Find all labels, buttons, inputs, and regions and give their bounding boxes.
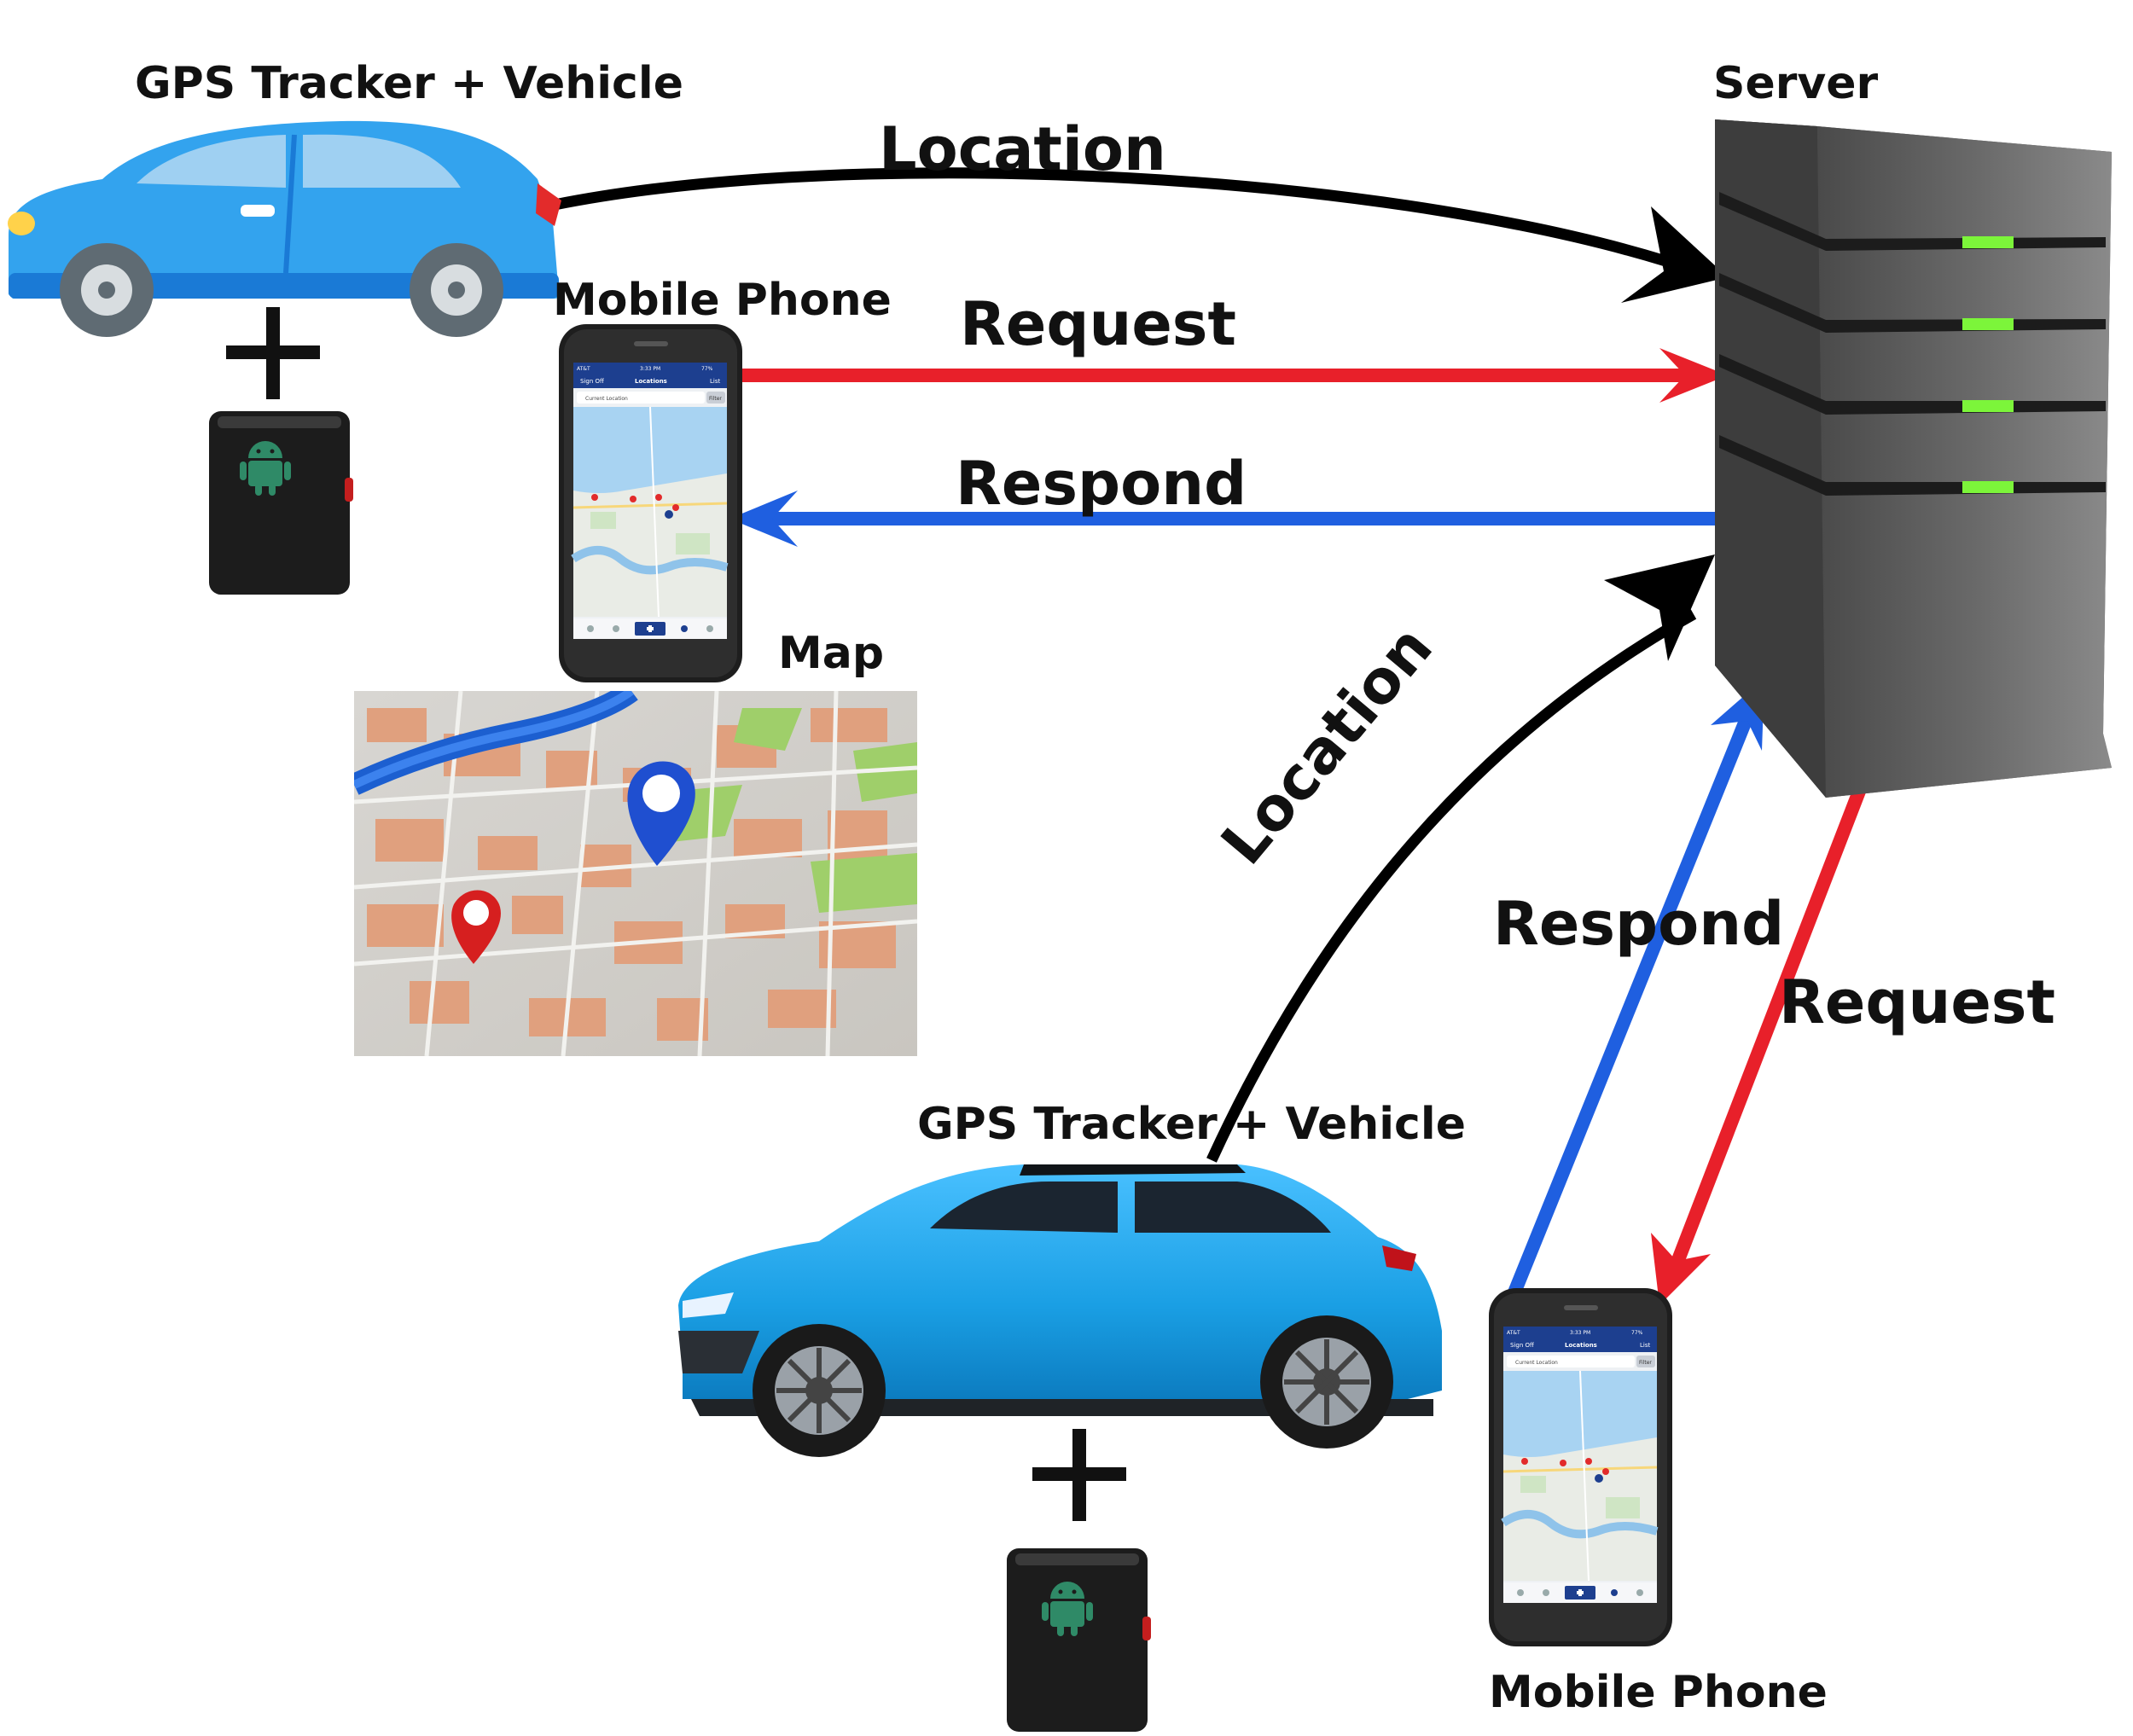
vehicle-bottom-label: GPS Tracker + Vehicle — [917, 1099, 1466, 1150]
status-carrier: AT&T — [1507, 1330, 1520, 1336]
top-location-arrow — [553, 167, 1728, 303]
server-led — [1962, 318, 2014, 330]
server-led — [1962, 236, 2014, 248]
phone-screen: AT&T 3:33 PM 77% Sign Off Locations List… — [571, 363, 729, 639]
map-pin-icon — [451, 890, 501, 964]
filter-label: Filter — [709, 396, 722, 402]
phone-top-label: Mobile Phone — [553, 275, 892, 326]
server-bay-4 — [1719, 435, 2106, 496]
phone-bottom-label: Mobile Phone — [1489, 1667, 1828, 1718]
top-request-arrow — [742, 348, 1728, 403]
list-button[interactable]: List — [710, 378, 720, 385]
server-bay-1 — [1719, 192, 2106, 251]
search-placeholder: Current Location — [1515, 1360, 1558, 1366]
status-time: 3:33 PM — [1570, 1330, 1590, 1336]
top-location-label: Location — [879, 114, 1166, 184]
top-respond-label: Respond — [956, 449, 1247, 519]
list-button[interactable]: List — [1640, 1342, 1650, 1349]
map-pin-icon — [627, 761, 695, 866]
server-bay-2 — [1719, 273, 2106, 333]
bottom-respond-arrow — [1508, 678, 1764, 1295]
server — [1715, 119, 2112, 798]
bottom-mobile-phone: AT&T 3:33 PM 77% Sign Off Locations List… — [1489, 1288, 1672, 1646]
map-label: Map — [778, 628, 885, 679]
bottom-respond-label: Respond — [1493, 889, 1785, 959]
status-battery: 77% — [1631, 1330, 1643, 1336]
android-icon — [240, 441, 291, 496]
bottom-request-label: Request — [1779, 967, 2055, 1037]
status-time: 3:33 PM — [640, 366, 660, 372]
search-input[interactable] — [1507, 1356, 1635, 1367]
top-gps-tracker — [209, 411, 353, 595]
rear-wheel — [1260, 1315, 1393, 1449]
top-mobile-phone: AT&T 3:33 PM 77% Sign Off Locations List… — [559, 324, 742, 682]
android-icon — [1042, 1582, 1093, 1636]
bottom-plus-icon — [1032, 1429, 1126, 1521]
bottom-request-arrow — [1651, 787, 1867, 1305]
server-led — [1962, 400, 2014, 412]
bottom-vehicle — [678, 1164, 1442, 1457]
search-input[interactable] — [577, 392, 705, 404]
filter-button[interactable] — [1636, 1356, 1655, 1367]
screen-title: Locations — [1565, 1342, 1597, 1349]
server-bay-3 — [1719, 354, 2106, 415]
server-led — [1962, 481, 2014, 493]
top-request-label: Request — [960, 289, 1236, 359]
filter-label: Filter — [1639, 1360, 1652, 1366]
filter-button[interactable] — [706, 392, 725, 404]
server-label: Server — [1713, 58, 1879, 109]
top-plus-icon — [226, 307, 320, 399]
bottom-location-arrow — [1206, 554, 1715, 1163]
map-image — [354, 691, 917, 1056]
screen-title: Locations — [635, 378, 667, 385]
sign-off-button[interactable]: Sign Off — [580, 378, 604, 385]
sign-off-button[interactable]: Sign Off — [1510, 1342, 1534, 1349]
bottom-gps-tracker — [1007, 1548, 1151, 1732]
search-placeholder: Current Location — [585, 396, 628, 402]
vehicle-top-label: GPS Tracker + Vehicle — [135, 58, 683, 109]
top-respond-arrow — [729, 491, 1723, 547]
status-battery: 77% — [701, 366, 713, 372]
front-wheel — [753, 1324, 886, 1457]
status-carrier: AT&T — [577, 366, 590, 372]
top-vehicle — [8, 120, 561, 337]
phone-screen: AT&T 3:33 PM 77% Sign Off Locations List… — [1501, 1327, 1659, 1603]
